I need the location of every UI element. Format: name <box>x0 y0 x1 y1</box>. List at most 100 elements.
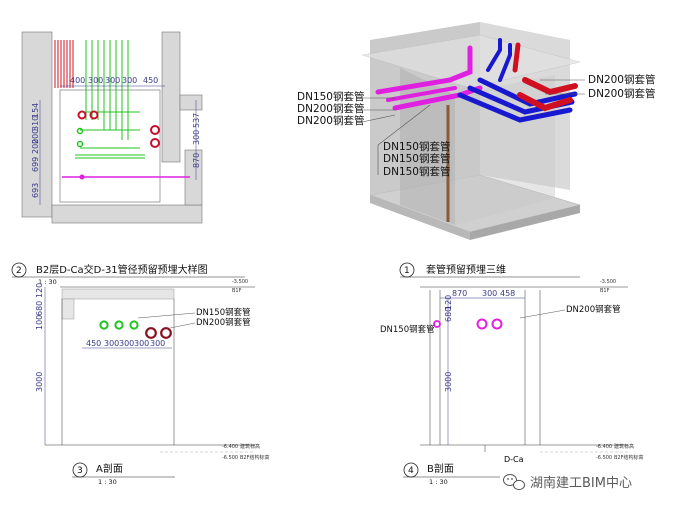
iso-leaders <box>361 79 585 175</box>
sb-scale: 1 : 30 <box>429 478 448 486</box>
sa-level-top: -3.500 <box>232 279 248 285</box>
plan-dim-left-6: 693 <box>31 183 40 198</box>
plan-right-wall <box>161 31 181 163</box>
plan-bottom-wall <box>51 204 203 224</box>
wechat-icon <box>503 474 525 491</box>
iso-base-slab-front <box>370 195 470 240</box>
iso-label-right-1: DN200钢套管 <box>588 87 655 100</box>
title-2-text: B2层D-Ca交D-31管径预留预埋大样图 <box>36 263 208 276</box>
plan-view: 400 300 300 300 450 154 310 435 200 200 … <box>21 31 203 224</box>
sb-level-b2-label: B2F结构标高 <box>614 454 644 461</box>
sa-green-sleeve-1 <box>99 320 109 330</box>
iso-label-left-1: DN200钢套管 <box>297 102 364 115</box>
sb-level-top: -3.500 <box>600 279 616 285</box>
watermark: 湖南建工BIM中心 <box>503 474 632 491</box>
sa-dim-bottom-1: 300 <box>104 339 119 348</box>
plan-red-sleeve-1 <box>77 110 87 120</box>
sb-magenta-sleeve <box>433 320 441 328</box>
sa-dim-left-3: 3000 <box>35 372 44 392</box>
sa-dim-left-1: 680 <box>35 301 44 316</box>
sa-green-sleeve-3 <box>129 320 139 330</box>
sb-floor-top: B1F <box>600 288 610 294</box>
watermark-text: 湖南建工BIM中心 <box>530 475 632 491</box>
plan-red-pipes <box>54 40 74 88</box>
sb-dim-left-1: 680 <box>444 307 453 322</box>
plan-dim-left-0: 154 <box>31 103 40 118</box>
sa-red-sleeve-2 <box>160 327 172 339</box>
iso-label-mid-0: DN150钢套管 <box>383 140 450 153</box>
iso-front-wall-left <box>400 68 455 225</box>
sa-green-sleeve-2 <box>114 320 124 330</box>
plan-green-sleeve-2 <box>76 140 84 148</box>
plan-dim-top-4: 450 <box>143 76 158 85</box>
section-b: -3.500 B1F 870 300 458 120 680 100 3000 … <box>380 279 644 486</box>
plan-red-sleeve-3 <box>150 125 160 135</box>
sb-magenta-sleeve-2 <box>476 318 488 330</box>
sb-level-b2: -6.500 <box>596 455 612 461</box>
iso-label-left-2: DN200钢套管 <box>297 114 364 127</box>
sa-num: 3 <box>77 466 83 476</box>
sa-floor-top: B1F <box>232 288 242 294</box>
sb-level-b1: -6.400 <box>596 444 612 450</box>
sb-dim-top-1: 300 <box>482 289 497 298</box>
title-1-num: 1 <box>404 266 410 276</box>
sa-label-0: DN150钢套管 <box>196 307 251 318</box>
plan-dim-left-1: 310 <box>31 116 40 131</box>
sa-title: A剖面 <box>96 462 123 475</box>
plan-dim-top-2: 300 <box>105 76 120 85</box>
sa-label-1: DN200钢套管 <box>196 317 251 328</box>
iso-red-pipes <box>512 42 578 112</box>
plan-dim-left-5: 699 <box>31 157 40 172</box>
sb-magenta-sleeve-3 <box>491 318 503 330</box>
iso-view: DN150钢套管 DN200钢套管 DN200钢套管 DN150钢套管 DN15… <box>297 22 655 240</box>
sb-label-right: DN200钢套管 <box>566 304 621 315</box>
sa-red-sleeve-1 <box>145 327 157 339</box>
sb-dim-top-2: 458 <box>500 289 515 298</box>
section-a: -3.500 B1F 120 680 100 3000 DN150钢套管 DN2… <box>35 279 270 486</box>
title-1: 1 套管预留预埋三维 <box>399 262 580 278</box>
sb-level-b1-label: 建筑标高 <box>614 443 634 450</box>
sb-dim-left-0: 120 <box>444 295 453 310</box>
sb-axis: D-Ca <box>504 455 524 464</box>
sa-dim-bottom-4: 300 <box>150 339 165 348</box>
title-2: 2 B2层D-Ca交D-31管径预留预埋大样图 1 : 30 <box>11 262 245 286</box>
title-2-num: 2 <box>16 266 22 276</box>
sa-dim-left-0: 120 <box>35 283 44 298</box>
title-1-text: 套管预留预埋三维 <box>426 263 506 276</box>
sa-level-b2: -6.500 <box>222 455 238 461</box>
sb-title: B剖面 <box>427 462 454 475</box>
sb-label-left: DN150钢套管 <box>380 324 435 335</box>
plan-magenta-sleeve <box>79 174 85 180</box>
iso-label-left-0: DN150钢套管 <box>297 90 364 103</box>
plan-beam <box>179 94 203 111</box>
plan-dim-top-0: 400 <box>70 76 85 85</box>
iso-label-right-0: DN200钢套管 <box>588 73 655 86</box>
sa-dim-bottom-2: 300 <box>119 339 134 348</box>
plan-dim-top-3: 300 <box>122 76 137 85</box>
plan-dim-right-2: 870 <box>192 153 201 168</box>
sa-level-b1-label: 建筑标高 <box>240 443 260 450</box>
sa-scale: 1 : 30 <box>98 478 117 486</box>
title-2-scale: 1 : 30 <box>38 278 57 286</box>
iso-label-mid-1: DN150钢套管 <box>383 152 450 165</box>
plan-dim-left-3: 200 <box>31 129 40 144</box>
plan-dim-left-4: 200 <box>31 139 40 154</box>
sa-dim-bottom-0: 450 <box>86 339 101 348</box>
plan-red-sleeve-4 <box>150 138 160 148</box>
plan-left-wall <box>21 31 53 218</box>
iso-label-mid-2: DN150钢套管 <box>383 165 450 178</box>
plan-dim-top-1: 300 <box>88 76 103 85</box>
plan-red-sleeve-2 <box>89 110 99 120</box>
plan-dim-right-1: 300 <box>192 130 201 145</box>
sb-dim-left-3: 3000 <box>444 372 453 392</box>
plan-dim-right-0: 537 <box>192 113 201 128</box>
sb-dim-top-0: 870 <box>452 289 467 298</box>
plan-green-pipes <box>75 40 145 159</box>
iso-base-slab-side <box>470 205 580 240</box>
sa-dim-left-2: 100 <box>35 315 44 330</box>
sa-level-b1: -6.400 <box>222 444 238 450</box>
sb-num: 4 <box>408 466 414 476</box>
plan-green-sleeve-1 <box>76 127 84 135</box>
sa-dim-bottom-3: 300 <box>134 339 149 348</box>
